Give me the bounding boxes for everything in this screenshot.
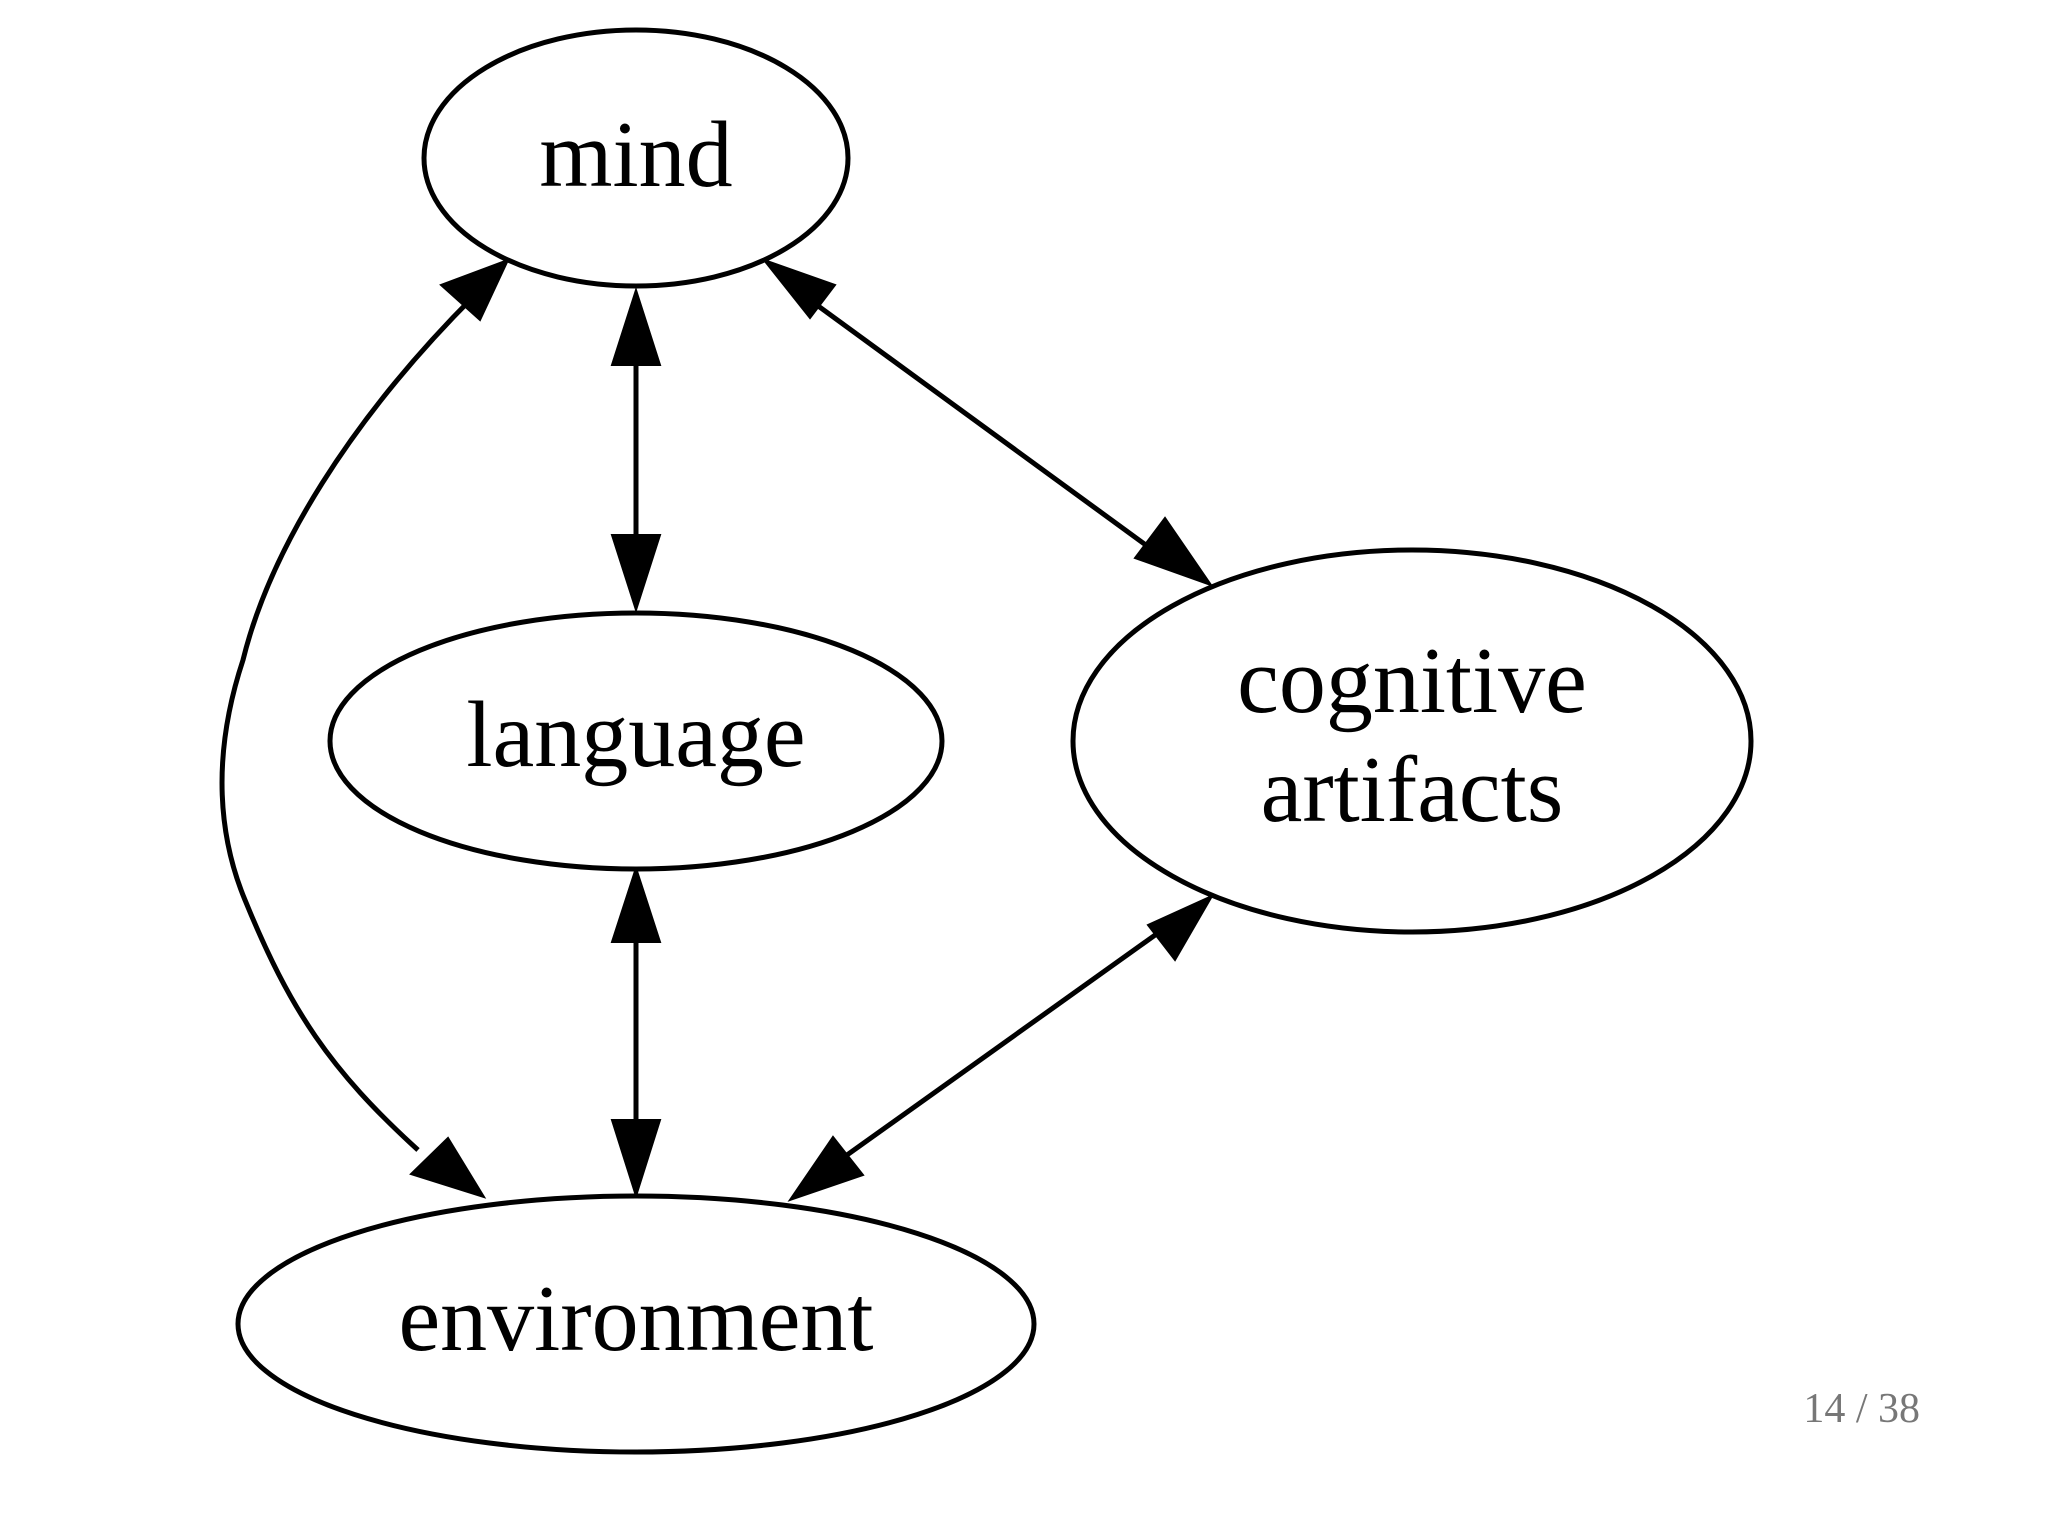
arrowheads bbox=[409, 257, 1215, 1202]
edge-cognitive-artifacts-environment bbox=[838, 925, 1167, 1163]
arrowhead-at-language-from-mind bbox=[610, 534, 662, 614]
arrowhead-at-language-from-environment bbox=[610, 864, 662, 943]
arrowhead-at-cognitive-artifacts-from-environment bbox=[1146, 893, 1215, 962]
node-cognitive-artifacts-shape bbox=[1070, 547, 1754, 935]
edges bbox=[219, 294, 1167, 1163]
edge-mind-environment bbox=[219, 294, 476, 1152]
arrowhead-at-mind-from-environment bbox=[439, 258, 510, 322]
node-cognitive-artifacts-label-line-2: artifacts bbox=[1261, 738, 1564, 842]
page-separator: / bbox=[1855, 1386, 1868, 1432]
edge-mind-cognitive-artifacts bbox=[808, 297, 1167, 562]
node-environment: environment bbox=[235, 1193, 1037, 1455]
node-language-shape bbox=[327, 610, 945, 872]
page-counter: 14 / 38 bbox=[1720, 1385, 1920, 1433]
arrowhead-at-environment-from-language bbox=[610, 1119, 662, 1200]
node-cognitive-artifacts: cognitive artifacts bbox=[1070, 547, 1754, 935]
node-language-label: language bbox=[466, 683, 805, 787]
node-cognitive-artifacts-label-line-1: cognitive bbox=[1237, 629, 1587, 733]
node-mind-shape bbox=[421, 27, 851, 289]
node-environment-label: environment bbox=[398, 1267, 873, 1371]
node-environment-shape bbox=[235, 1193, 1037, 1455]
node-mind: mind bbox=[421, 27, 851, 289]
arrowhead-at-environment-from-cognitive-artifacts bbox=[787, 1135, 865, 1202]
node-mind-label: mind bbox=[539, 103, 732, 207]
page-current: 14 bbox=[1803, 1386, 1846, 1432]
arrowhead-at-cognitive-artifacts-from-mind bbox=[1133, 516, 1214, 587]
page-total: 38 bbox=[1878, 1386, 1920, 1432]
arrowhead-at-mind-from-cognitive-artifacts bbox=[761, 257, 837, 320]
arrowhead-at-environment-from-mind bbox=[409, 1136, 487, 1199]
node-language: language bbox=[327, 610, 945, 872]
arrowhead-at-mind-from-language bbox=[610, 286, 662, 366]
